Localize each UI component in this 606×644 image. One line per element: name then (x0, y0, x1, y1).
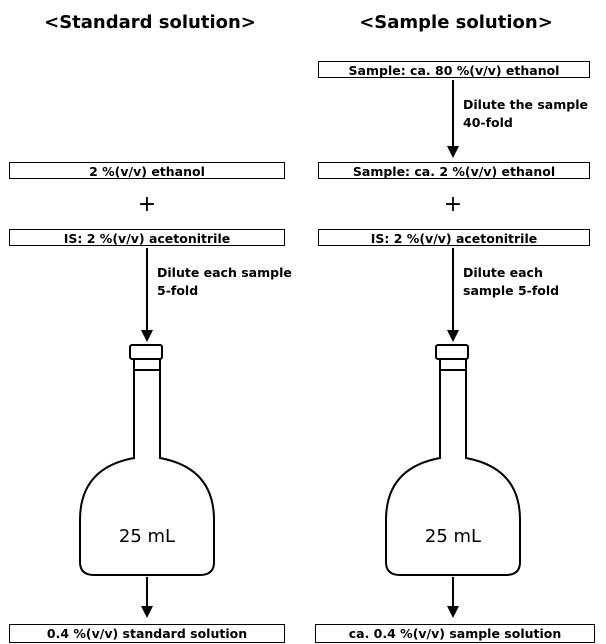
standard-solution-title: <Standard solution> (44, 12, 256, 33)
standard-ethanol-box: 2 %(v/v) ethanol (9, 162, 285, 179)
standard-dilute-arrowhead (141, 330, 153, 342)
sample-80-ethanol-box: Sample: ca. 80 %(v/v) ethanol (318, 61, 590, 78)
sample-dilute-note-line2: sample 5-fold (463, 283, 560, 298)
sample-dilute-arrowhead (447, 330, 459, 342)
sample-flask-volume: 25 mL (424, 526, 482, 547)
sample-flask (385, 344, 521, 576)
sample-dilute40-arrowhead (447, 146, 459, 158)
sample-result-box: ca. 0.4 %(v/v) sample solution (315, 624, 595, 643)
sample-dilute40-note: Dilute the sample 40-fold (463, 96, 588, 132)
standard-is-box: IS: 2 %(v/v) acetonitrile (9, 229, 285, 246)
sample-solution-title: <Sample solution> (359, 12, 553, 33)
standard-result-box: 0.4 %(v/v) standard solution (9, 624, 285, 643)
standard-plus-sign: + (137, 192, 157, 217)
sample-dilute40-note-line1: Dilute the sample (463, 97, 588, 112)
standard-dilute-note-line1: Dilute each sample (157, 265, 292, 280)
standard-dilute-note-line2: 5-fold (157, 283, 199, 298)
sample-plus-sign: + (443, 192, 463, 217)
sample-dilute40-note-line2: 40-fold (463, 115, 513, 130)
standard-flask-volume: 25 mL (118, 526, 176, 547)
sample-is-box: IS: 2 %(v/v) acetonitrile (318, 229, 590, 246)
standard-dilute-note: Dilute each sample 5-fold (157, 264, 292, 300)
sample-result-arrowhead (447, 606, 459, 618)
sample-dilute-note-line1: Dilute each (463, 265, 543, 280)
sample-2-ethanol-box: Sample: ca. 2 %(v/v) ethanol (318, 162, 590, 179)
standard-flask (79, 344, 215, 576)
standard-result-arrowhead (141, 606, 153, 618)
sample-dilute-note: Dilute each sample 5-fold (463, 264, 559, 300)
